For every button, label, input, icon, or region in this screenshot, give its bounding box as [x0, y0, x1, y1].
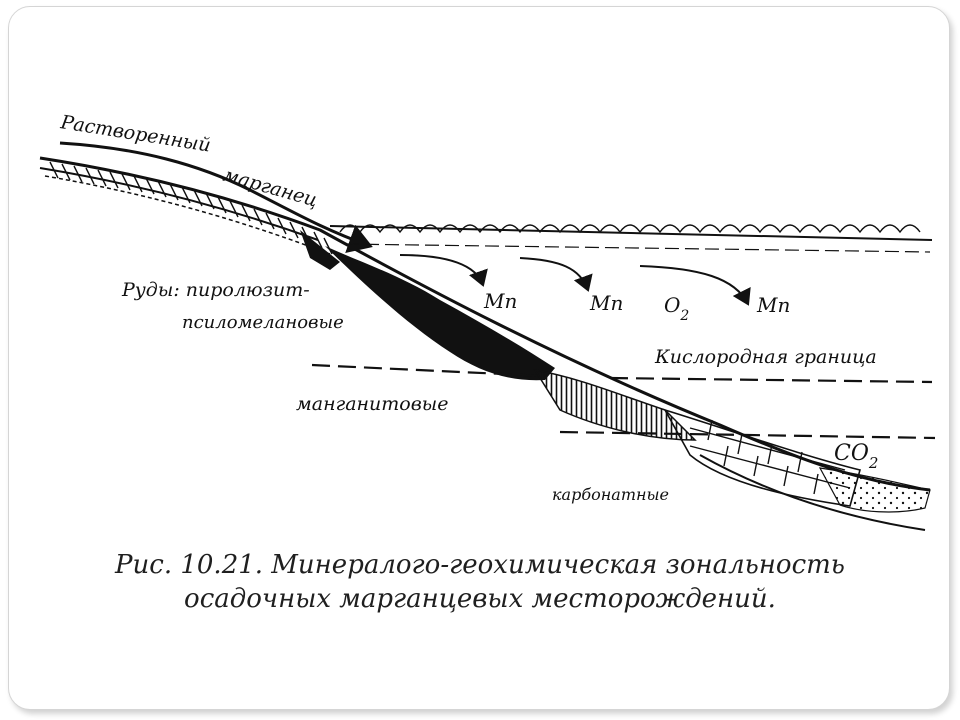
label-psilomelane: псиломелановые: [182, 312, 344, 333]
sea-surface: [329, 224, 933, 253]
label-manganite: манганитовые: [296, 393, 449, 415]
ore-lens-pyrolusite: [325, 246, 555, 381]
oxygen-boundary-line: [311, 363, 933, 384]
co2-boundary-line: [559, 430, 936, 440]
label-mn-3: Mn: [756, 293, 790, 317]
caption-line-1: Рис. 10.21. Минералого-геохимическая зон…: [115, 550, 845, 580]
label-o2: O2: [664, 293, 689, 324]
ore-zone-manganite: [533, 368, 697, 441]
label-mn-2: Mn: [589, 291, 623, 315]
caption-line-2: осадочных марганцевых месторождений.: [184, 584, 776, 614]
label-carbonate: карбонатные: [552, 485, 669, 504]
label-oxygen-boundary: Кислородная граница: [654, 346, 877, 368]
label-manganese: марганец: [221, 164, 321, 212]
inflow-arrow: [59, 141, 373, 253]
shore-slope: [39, 156, 931, 492]
ore-zone-carbonate: [663, 408, 931, 531]
figure-caption: Рис. 10.21. Минералого-геохимическая зон…: [60, 548, 900, 616]
label-ores-pyrolusite: Руды: пиролюзит-: [121, 279, 310, 301]
label-mn-1: Mn: [483, 289, 517, 313]
label-co2: CO2: [834, 441, 878, 472]
mn-arrows: [399, 254, 751, 306]
label-dissolved-manganese: Растворенный: [58, 111, 212, 157]
